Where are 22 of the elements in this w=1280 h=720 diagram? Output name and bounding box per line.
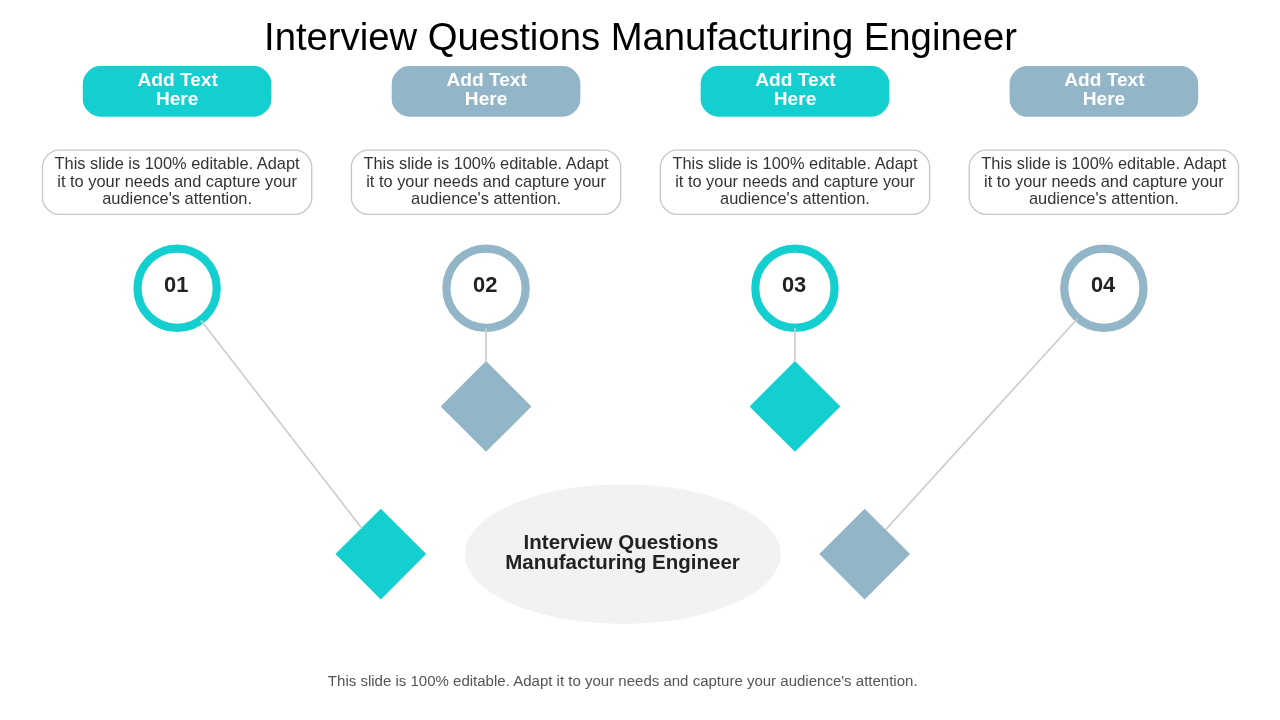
node-diamond xyxy=(749,361,840,452)
node-circle: 02 xyxy=(441,244,530,332)
node-box: Add Text Here xyxy=(391,66,580,117)
node-circle: 03 xyxy=(750,244,839,332)
node-box: This slide is 100% editable. Adapt it to your needs and capture your audience's attention. xyxy=(968,149,1239,216)
node-box: This slide is 100% editable. Adapt it to your needs and capture your audience's attention. xyxy=(659,149,930,216)
node-diamond xyxy=(818,508,910,600)
node-box: Add Text Here xyxy=(82,66,271,117)
connector xyxy=(199,319,363,530)
caption: This slide is 100% editable. Adapt it to your needs and capture your audience's attention. xyxy=(327,671,918,689)
connector xyxy=(884,317,1079,531)
node-box: Add Text Here xyxy=(1009,66,1198,117)
connector xyxy=(484,327,487,363)
node-box: This slide is 100% editable. Adapt it to your needs and capture your audience's attention. xyxy=(350,149,621,216)
node-diamond xyxy=(440,361,531,452)
node-box: This slide is 100% editable. Adapt it to your needs and capture your audience's attention. xyxy=(41,149,312,216)
node-circle: 01 xyxy=(132,244,221,332)
node-box: Add Text Here xyxy=(700,66,889,117)
node-diamond xyxy=(334,508,426,600)
connector xyxy=(793,327,796,363)
node-circle: 04 xyxy=(1059,244,1148,332)
diagram-title: Interview Questions Manufacturing Engineer xyxy=(263,14,1017,58)
